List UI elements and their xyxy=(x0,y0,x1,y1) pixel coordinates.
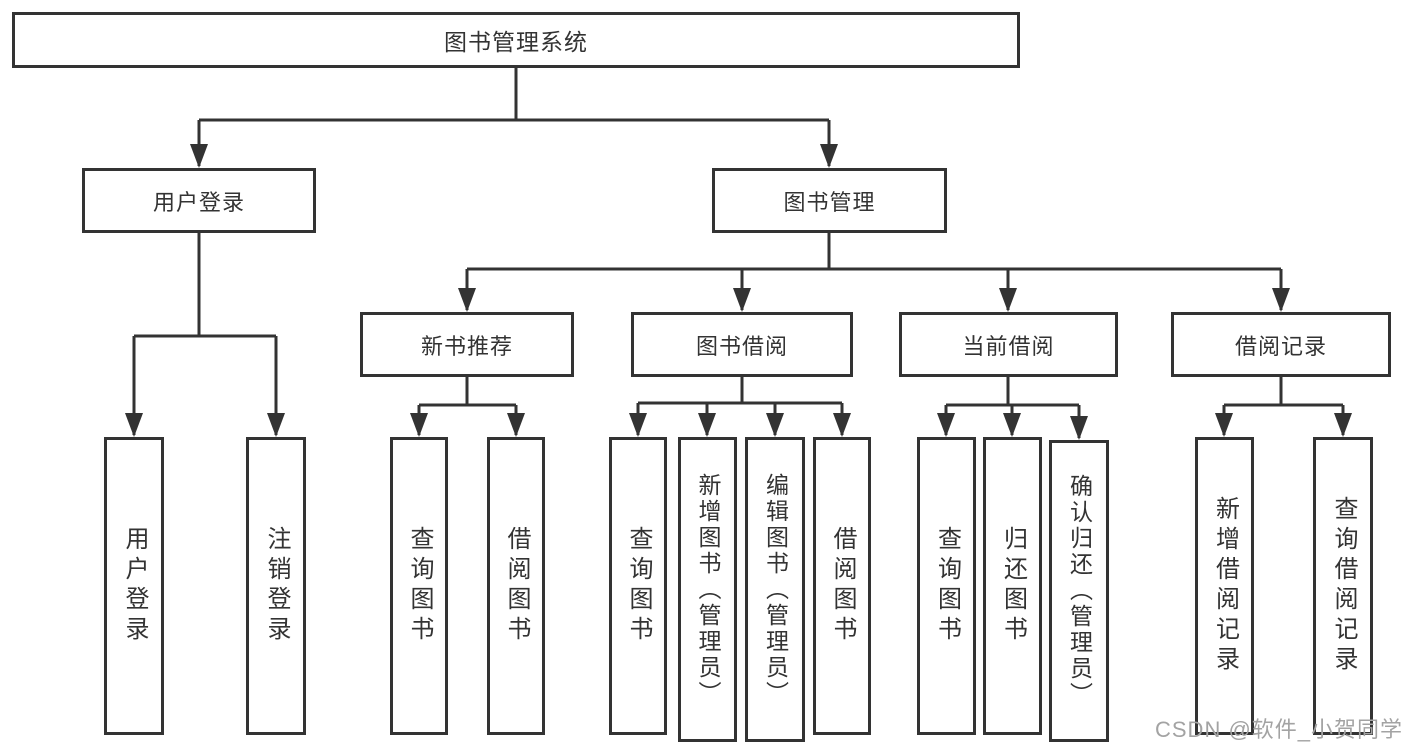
node-label: 查询图书 xyxy=(625,526,652,646)
leaf-logout: 注销登录 xyxy=(246,437,306,735)
node-label: 借阅记录 xyxy=(1234,333,1327,359)
node-label: 归还图书 xyxy=(999,526,1027,646)
node-label: 借阅图书 xyxy=(503,526,530,646)
leaf-user-login: 用户登录 xyxy=(104,437,164,735)
node-label: 用户登录 xyxy=(152,189,245,215)
leaf-confirm-return-admin: 确认归还（管理员） xyxy=(1049,440,1109,742)
node-label: 借阅图书 xyxy=(829,526,856,646)
leaf-query-books: 查询图书 xyxy=(609,437,667,735)
node-label: 图书管理 xyxy=(783,189,876,215)
arrowheads xyxy=(125,144,1352,440)
leaf-add-borrow-record: 新增借阅记录 xyxy=(1195,437,1254,735)
node-label: 查询图书 xyxy=(933,526,961,646)
node-library-management-system: 图书管理系统 xyxy=(12,12,1020,68)
connector-paths xyxy=(132,68,1345,438)
node-user-login: 用户登录 xyxy=(82,168,316,233)
leaf-query-books: 查询图书 xyxy=(917,437,976,735)
node-new-book-recommend: 新书推荐 xyxy=(360,312,574,377)
node-label: 新增借阅记录 xyxy=(1211,496,1239,676)
leaf-borrow-books: 借阅图书 xyxy=(487,437,545,735)
node-label: 查询图书 xyxy=(406,526,433,646)
node-label: 图书借阅 xyxy=(695,333,788,359)
node-label: 新增图书（管理员） xyxy=(695,472,721,707)
node-label: 当前借阅 xyxy=(962,333,1055,359)
leaf-return-books: 归还图书 xyxy=(983,437,1042,735)
leaf-add-book-admin: 新增图书（管理员） xyxy=(678,437,737,742)
node-label: 用户登录 xyxy=(121,526,148,646)
leaf-query-books: 查询图书 xyxy=(390,437,448,735)
node-label: 查询借阅记录 xyxy=(1330,496,1357,676)
node-label: 确认归还（管理员） xyxy=(1066,474,1093,708)
leaf-borrow-books: 借阅图书 xyxy=(813,437,871,735)
leaf-query-borrow-record: 查询借阅记录 xyxy=(1313,437,1373,735)
node-label: 编辑图书（管理员） xyxy=(762,472,789,707)
node-label: 图书管理系统 xyxy=(444,29,588,55)
leaf-edit-book-admin: 编辑图书（管理员） xyxy=(745,437,805,742)
node-borrow-records: 借阅记录 xyxy=(1171,312,1391,377)
watermark: CSDN @软件_小贺同学 xyxy=(1155,717,1404,742)
node-label: 新书推荐 xyxy=(420,333,513,359)
node-book-borrow: 图书借阅 xyxy=(631,312,853,377)
node-label: 注销登录 xyxy=(263,526,290,646)
node-book-management: 图书管理 xyxy=(712,168,947,233)
node-current-borrow: 当前借阅 xyxy=(899,312,1118,377)
